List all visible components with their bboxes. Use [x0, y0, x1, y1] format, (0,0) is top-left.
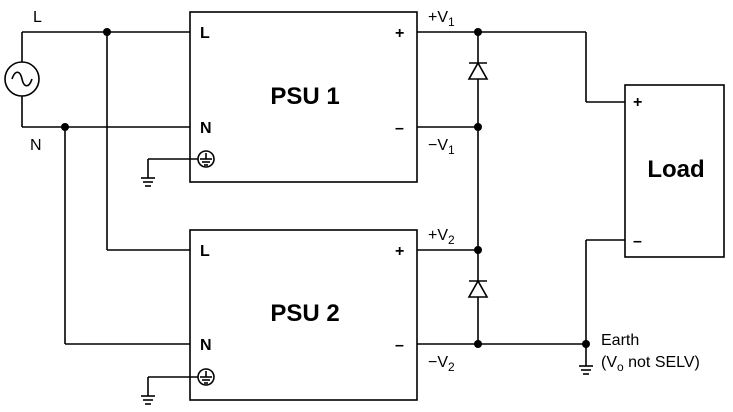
psu2-terminal-n: N [200, 337, 212, 354]
earth-ground-icon [579, 344, 593, 375]
psu1-terminal-l: L [200, 25, 210, 42]
bypass-diode-2-icon [467, 279, 489, 298]
line-label: L [33, 9, 42, 26]
v2-plus-junction-dot [474, 246, 482, 254]
load-box [624, 84, 725, 258]
neutral-junction-dot [61, 123, 69, 131]
earth-note: (Vo not SELV) [601, 354, 700, 374]
psu1-box [189, 11, 418, 183]
psu1-title: PSU 1 [270, 83, 339, 110]
v1-minus-label: −V1 [428, 137, 455, 157]
load-title: Load [647, 156, 704, 183]
load-terminal-plus: + [633, 94, 642, 111]
psu2-terminal-minus: – [395, 337, 404, 354]
bypass-diode-1-icon [467, 61, 489, 80]
load-terminal-minus: – [633, 233, 642, 250]
psu1-terminal-plus: + [395, 25, 404, 42]
psu2-chassis-ground-icon [141, 376, 198, 405]
ac-source [4, 32, 40, 127]
psu2-terminal-plus: + [395, 243, 404, 260]
psu1-earth-terminal-icon [197, 150, 215, 168]
neutral-label: N [30, 137, 42, 154]
v2-minus-junction-dot [474, 340, 482, 348]
v2-minus-label: −V2 [428, 354, 455, 374]
psu2-box [189, 229, 418, 401]
sine-wave-icon [11, 71, 33, 87]
v1-minus-junction-dot [474, 123, 482, 131]
v2-plus-label: +V2 [428, 227, 455, 247]
earth-label: Earth [601, 332, 639, 349]
psu1-chassis-ground-icon [141, 158, 198, 187]
v1-plus-label: +V1 [428, 9, 455, 29]
line-junction-dot [103, 28, 111, 36]
v1-plus-junction-dot [474, 28, 482, 36]
psu1-terminal-n: N [200, 120, 212, 137]
psu1-terminal-minus: – [395, 120, 404, 137]
psu2-earth-terminal-icon [197, 368, 215, 386]
psu2-title: PSU 2 [270, 300, 339, 327]
psu2-terminal-l: L [200, 243, 210, 260]
